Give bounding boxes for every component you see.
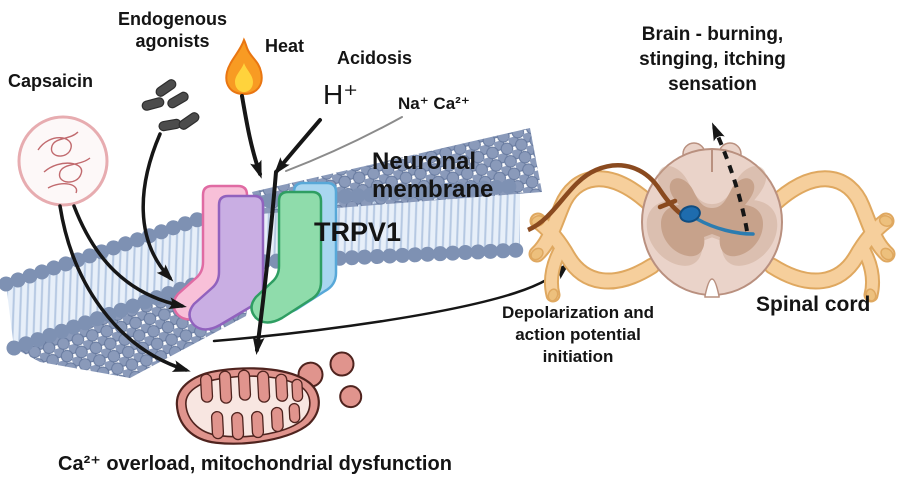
capsaicin-label: Capsaicin (8, 71, 94, 91)
arrow-agonists-to-channel (141, 132, 174, 282)
arrow-ion-flux-to-mitochondria (252, 170, 278, 355)
depolarization-label: Depolarization and action potential init… (487, 302, 669, 368)
neuron-soma (679, 205, 701, 223)
neuronal-membrane-label: Neuronal membrane (372, 148, 493, 204)
ions-label: Na⁺ Ca²⁺ (398, 94, 470, 113)
arrow-proton-to-channel (273, 118, 322, 175)
bleb-circle (329, 351, 355, 377)
brain-line3: sensation (668, 74, 757, 95)
arrow-spinal-to-brain (711, 122, 749, 232)
endogenous-agonists-label: Endogenous agonists (105, 8, 240, 52)
cord-body (641, 142, 783, 298)
brain-line2: stinging, itching (639, 49, 786, 70)
sensory-neuron-graphic (527, 163, 755, 236)
arrows (58, 94, 570, 372)
endogenous-line2: agonists (135, 31, 210, 51)
depol-line2: action potential (515, 325, 641, 344)
channel-subunit-purple (188, 194, 265, 331)
acidosis-label: Acidosis (337, 48, 413, 68)
membrane-line2: membrane (372, 176, 494, 203)
brain-line1: Brain - burning, (641, 24, 784, 45)
bacteria-icon (141, 79, 200, 132)
trpv1-label: TRPV1 (314, 217, 402, 247)
bleb-circle (339, 385, 363, 409)
membrane-line1: Neuronal (372, 148, 477, 175)
synapse-stub (657, 198, 678, 210)
axon-blue (695, 217, 755, 236)
heat-label: Heat (265, 36, 305, 56)
brain-sensation-label: Brain - burning, stinging, itching sensa… (610, 22, 815, 97)
capsaicin-molecule-icon (17, 115, 109, 207)
arrow-heat-to-channel (240, 94, 262, 179)
line-ions-to-channel (285, 116, 403, 172)
flame-icon (225, 37, 263, 96)
mitochondria-icon (175, 351, 363, 445)
arrow-capsaicin-to-channel (72, 204, 187, 310)
channel-subunit-green (250, 190, 323, 324)
proton-label: H⁺ (323, 79, 358, 110)
arrow-capsaicin-to-mitochondria (58, 204, 191, 372)
depol-line1: Depolarization and (501, 303, 655, 322)
trpv1-channel-graphic (172, 181, 338, 331)
endogenous-line1: Endogenous (118, 9, 227, 29)
spinal-cord-graphic (527, 122, 895, 302)
spinal-cord-label: Spinal cord (756, 293, 871, 316)
ca-overload-label: Ca²⁺ overload, mitochondrial dysfunction (58, 453, 452, 475)
depol-line3: initiation (542, 347, 614, 366)
